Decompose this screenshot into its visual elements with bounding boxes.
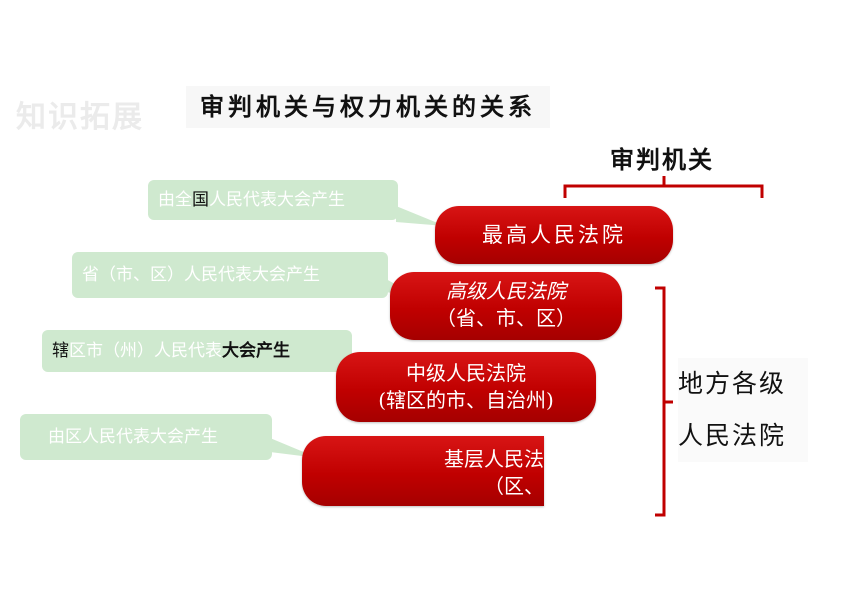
top-bracket [563,176,764,198]
court-basic-sub: （区、 [484,474,544,498]
right-bracket [655,286,673,517]
court-basic: 基层人民法 （区、 [302,436,544,506]
bubble-national-npc: 由全国人民代表大会产生 [148,180,398,220]
bubble-pointer-1 [396,206,445,226]
court-high: 高级人民法院 （省、市、区） [390,272,622,340]
local-courts-label: 地方各级 人民法院 [678,358,808,462]
bubble-district-npc: 由区人民代表大会产生 [20,414,272,460]
judicial-organ-label: 审判机关 [610,146,714,174]
court-high-sub: （省、市、区） [436,306,576,330]
bubble-district-city-npc: 辖区市（州）人民代表大会产生 [42,330,352,372]
court-intermediate-sub: (辖区的市、自治州) [378,388,554,412]
bubble-provincial-npc: 省（市、区）人民代表大会产生 [72,252,388,298]
court-high-label: 高级人民法院 [446,279,566,303]
page-title: 审判机关与权力机关的关系 [186,86,550,128]
court-basic-label: 基层人民法 [444,447,544,471]
court-intermediate: 中级人民法院 (辖区的市、自治州) [336,352,596,422]
watermark-text: 知识拓展 [16,100,144,135]
court-supreme: 最高人民法院 [435,206,673,264]
court-intermediate-label: 中级人民法院 [406,361,526,385]
court-supreme-label: 最高人民法院 [482,223,626,247]
